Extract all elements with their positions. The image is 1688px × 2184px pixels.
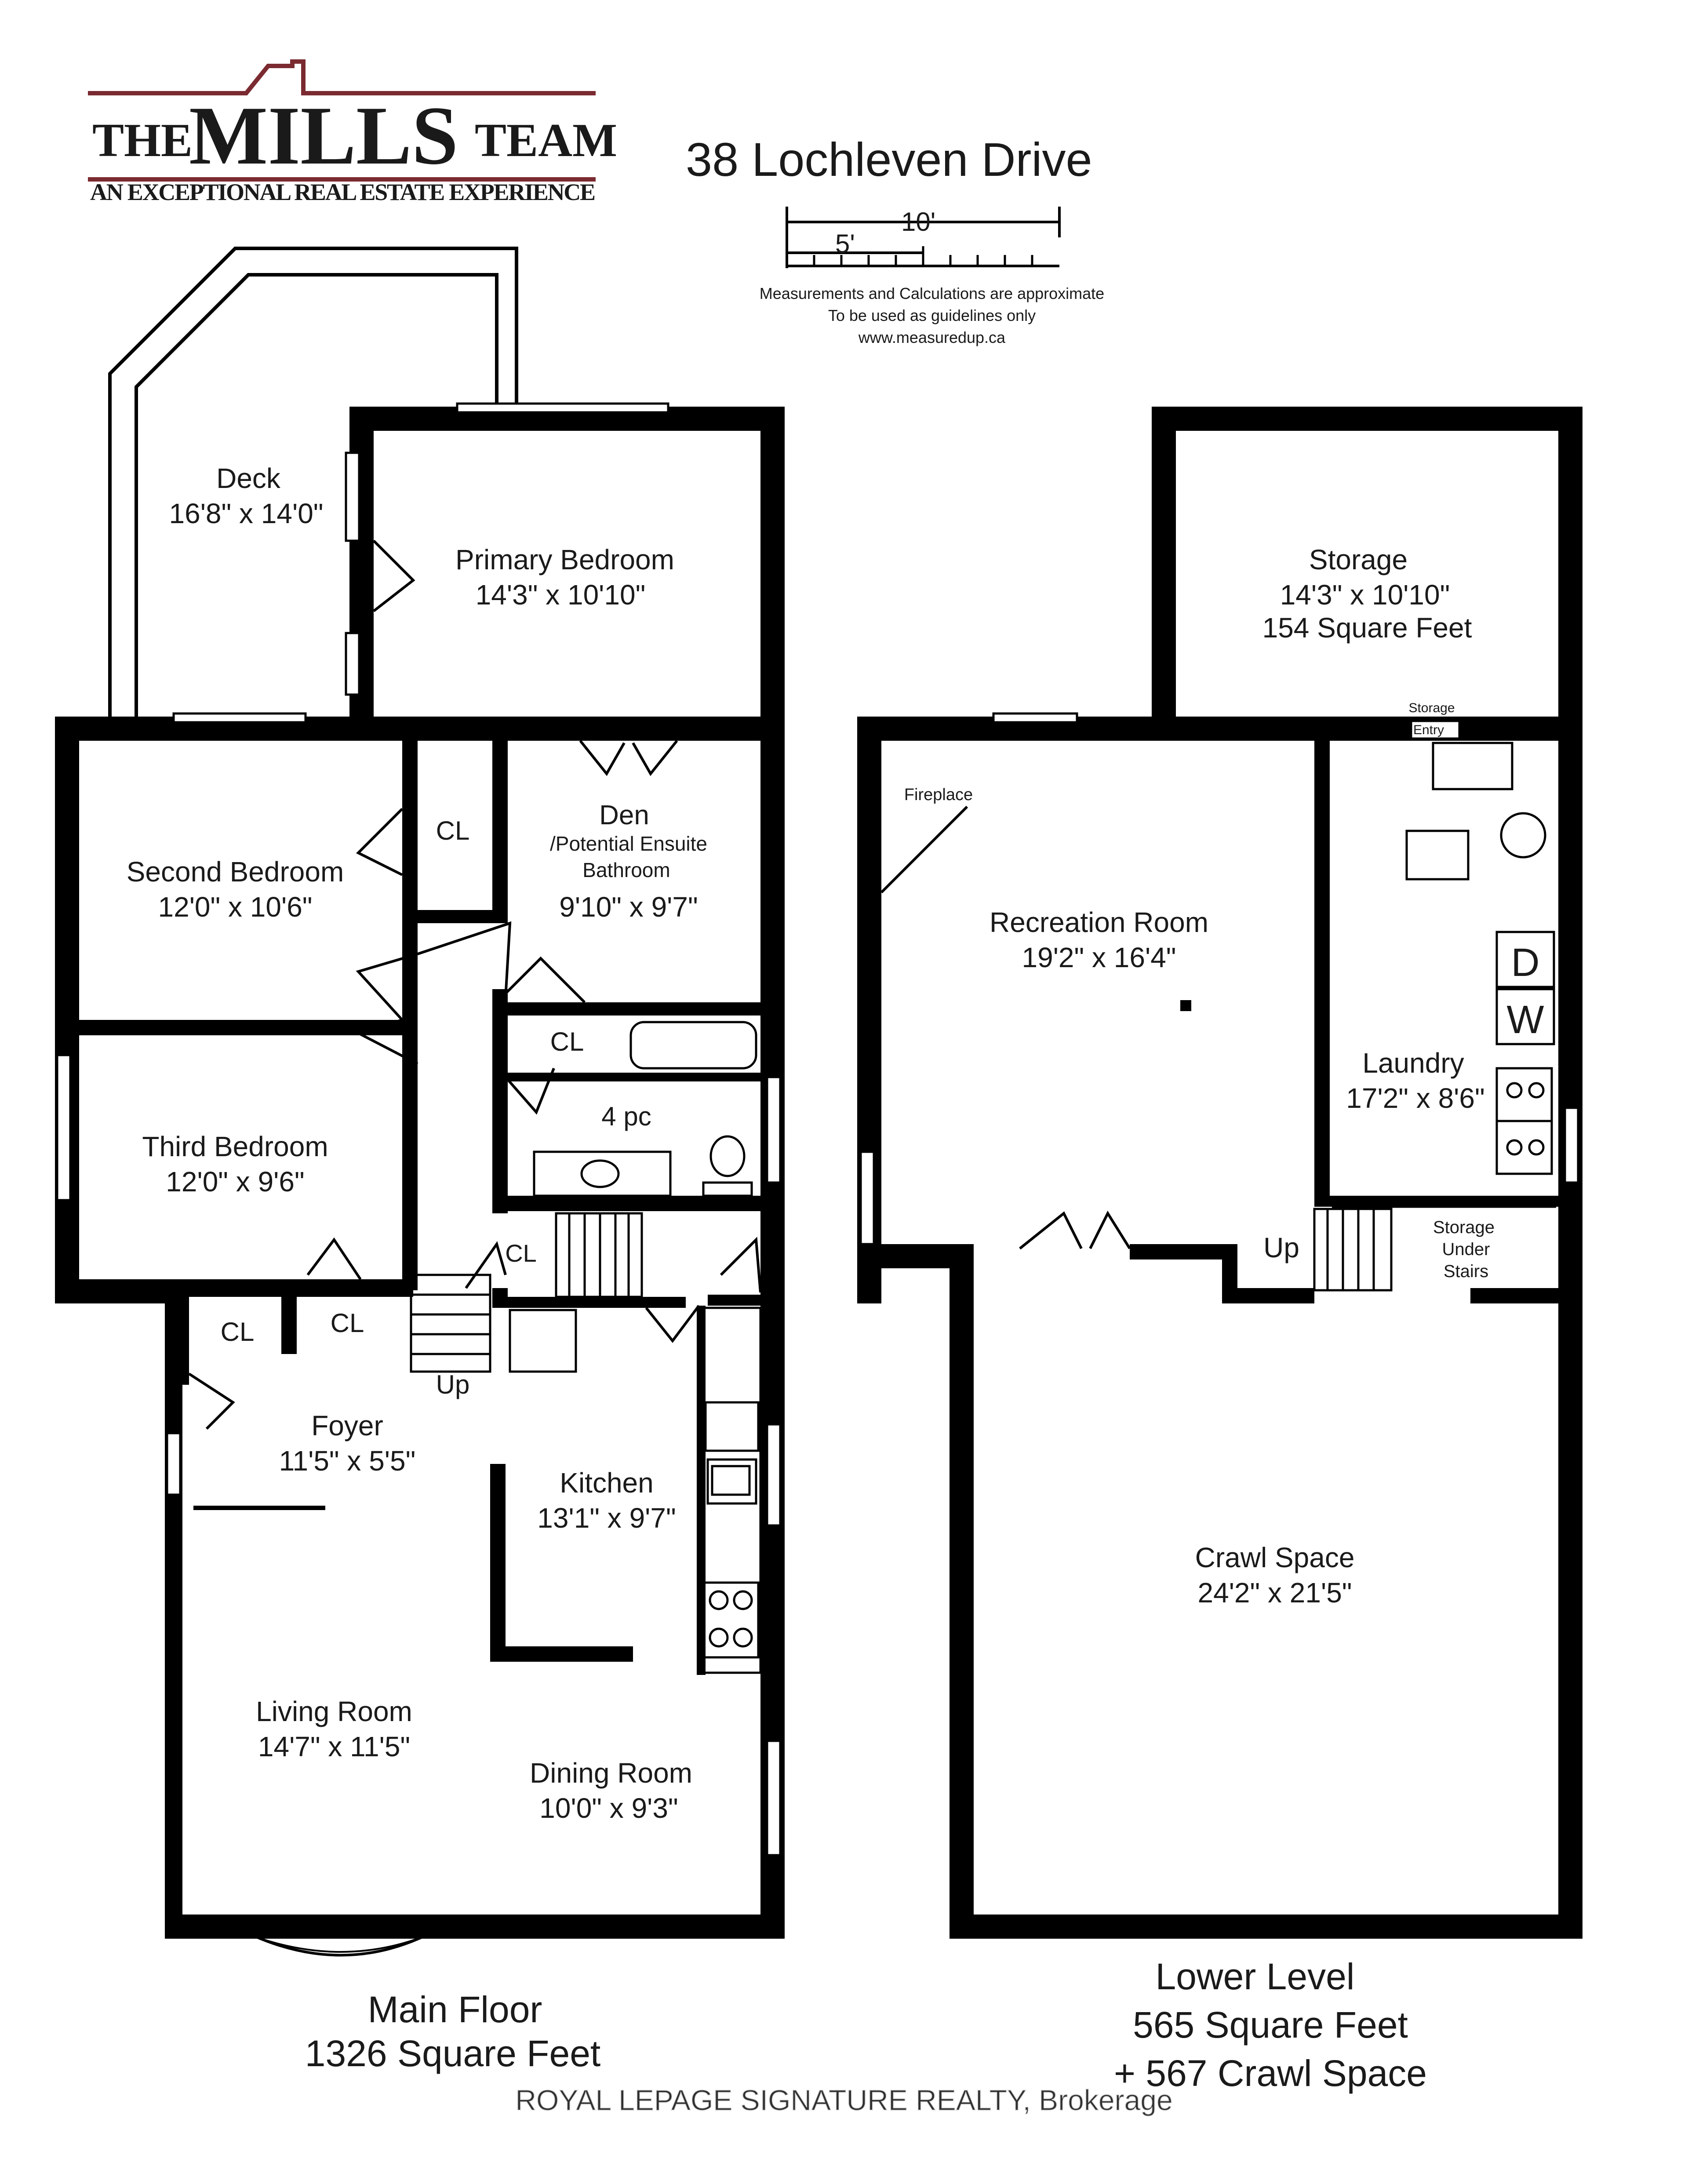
den-label: Den <box>599 800 649 830</box>
lower-level-area: 565 Square Feet <box>1133 2004 1408 2046</box>
den-note-2: Bathroom <box>582 859 670 881</box>
living-room-dims: 14'7" x 11'5" <box>258 1731 410 1762</box>
dining-room-dims: 10'0" x 9'3" <box>539 1792 678 1824</box>
address-title: 38 Lochleven Drive <box>686 133 1092 186</box>
closet-label: CL <box>505 1239 537 1267</box>
closet-label: CL <box>436 816 470 845</box>
primary-bedroom-label: Primary Bedroom <box>455 544 674 575</box>
scale-bar: 10' 5' <box>786 207 1061 268</box>
stairs-up-label: Up <box>1263 1232 1299 1263</box>
living-room-label: Living Room <box>256 1696 412 1727</box>
closet-label: CL <box>550 1027 584 1056</box>
second-bedroom-dims: 12'0" x 10'6" <box>158 891 313 923</box>
bathroom-label: 4 pc <box>601 1102 651 1131</box>
main-floor-area: 1326 Square Feet <box>305 2033 601 2074</box>
storage-area: 154 Square Feet <box>1262 612 1472 644</box>
scale-10ft-label: 10' <box>901 207 935 237</box>
storage-under-stairs-2: Under <box>1442 1240 1490 1259</box>
recreation-room-dims: 19'2" x 16'4" <box>1022 942 1176 973</box>
lower-level-labels: Storage 14'3" x 10'10" 154 Square Feet S… <box>904 544 1544 2094</box>
logo-team: TEAM <box>475 114 617 167</box>
mills-team-logo: THE MILLS TEAM AN EXCEPTIONAL REAL ESTAT… <box>88 59 617 205</box>
logo-the: THE <box>92 114 193 167</box>
third-bedroom-dims: 12'0" x 9'6" <box>166 1166 304 1198</box>
laundry-label: Laundry <box>1362 1047 1464 1079</box>
crawl-space-dims: 24'2" x 21'5" <box>1198 1577 1352 1609</box>
laundry-dims: 17'2" x 8'6" <box>1346 1082 1484 1114</box>
disclaimer-line-2: To be used as guidelines only <box>828 306 1036 324</box>
storage-under-stairs-3: Stairs <box>1444 1262 1488 1281</box>
den-dims: 9'10" x 9'7" <box>559 891 698 923</box>
foyer-label: Foyer <box>311 1410 383 1441</box>
scale-5ft-label: 5' <box>835 229 855 258</box>
lower-level-crawl-area: + 567 Crawl Space <box>1114 2053 1427 2094</box>
stairs-up-label: Up <box>436 1370 470 1399</box>
logo-mills: MILLS <box>189 90 458 182</box>
lower-level-plan <box>857 407 1582 1939</box>
storage-label: Storage <box>1309 544 1408 575</box>
storage-entry-label-1: Storage <box>1408 701 1455 715</box>
svg-text:THE: THE <box>92 114 193 167</box>
logo-tagline: AN EXCEPTIONAL REAL ESTATE EXPERIENCE <box>90 179 596 205</box>
crawl-space-label: Crawl Space <box>1195 1542 1355 1573</box>
washer-label: W <box>1507 998 1544 1042</box>
closet-label: CL <box>221 1317 255 1347</box>
disclaimer-line-1: Measurements and Calculations are approx… <box>760 284 1104 302</box>
closet-label: CL <box>331 1308 364 1338</box>
primary-bedroom-dims: 14'3" x 10'10" <box>476 579 646 611</box>
dryer-label: D <box>1511 941 1540 985</box>
main-floor-caption: Main Floor <box>368 1989 542 2030</box>
recreation-room-label: Recreation Room <box>990 906 1208 938</box>
dining-room-label: Dining Room <box>530 1757 692 1789</box>
lower-level-caption: Lower Level <box>1156 1956 1355 1997</box>
fireplace-label: Fireplace <box>904 786 973 804</box>
kitchen-label: Kitchen <box>560 1467 653 1499</box>
foyer-dims: 11'5" x 5'5" <box>279 1445 416 1477</box>
main-floor-labels: Deck 16'8" x 14'0" Primary Bedroom 14'3"… <box>127 462 707 2074</box>
third-bedroom-label: Third Bedroom <box>142 1131 328 1162</box>
storage-entry-label-2: Entry <box>1413 723 1444 737</box>
deck-dims: 16'8" x 14'0" <box>169 498 324 529</box>
disclaimer-line-3: www.measuredup.ca <box>858 328 1006 346</box>
watermark: ROYAL LEPAGE SIGNATURE REALTY, Brokerage <box>515 2084 1172 2116</box>
kitchen-dims: 13'1" x 9'7" <box>537 1502 676 1534</box>
storage-dims: 14'3" x 10'10" <box>1280 579 1450 611</box>
storage-under-stairs-1: Storage <box>1433 1218 1495 1237</box>
second-bedroom-label: Second Bedroom <box>127 856 344 888</box>
den-note-1: /Potential Ensuite <box>550 832 707 855</box>
deck-label: Deck <box>216 462 281 494</box>
main-floor-plan <box>55 247 785 1957</box>
